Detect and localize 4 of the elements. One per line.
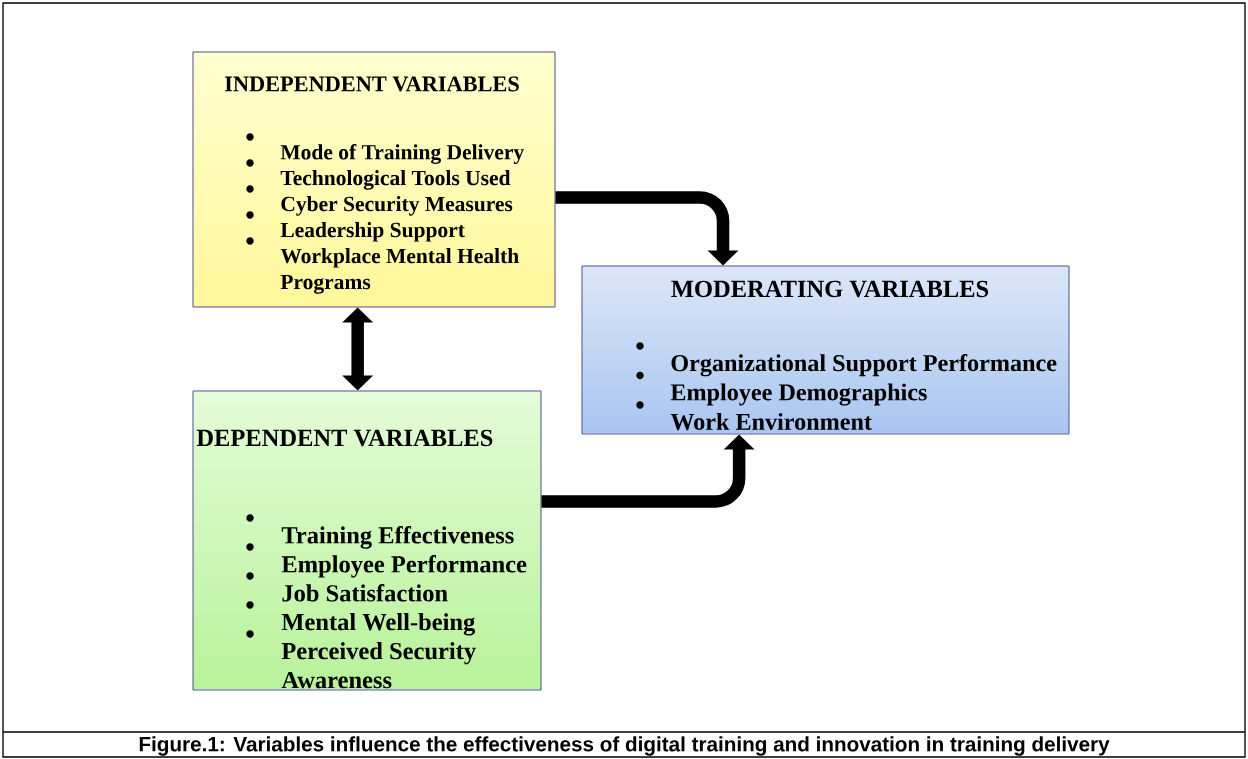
box-heading: INDEPENDENT VARIABLES xyxy=(225,76,519,92)
box-heading: DEPENDENT VARIABLES xyxy=(196,429,493,447)
box-heading: MODERATING VARIABLES xyxy=(671,280,989,298)
figure-caption: Figure.1: Variables influence the effectiveness of digital training and innovation in training delivery xyxy=(139,736,1110,756)
